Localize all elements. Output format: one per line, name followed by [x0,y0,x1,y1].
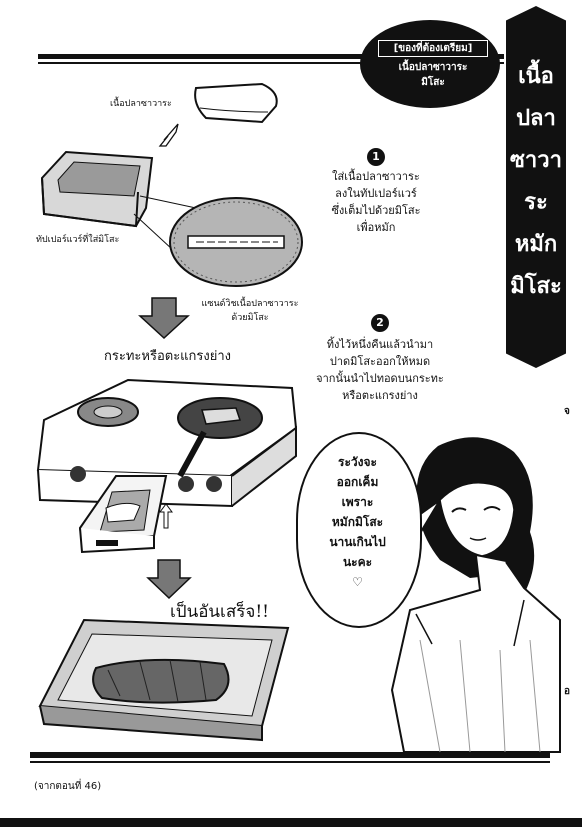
step-2-number: 2 [371,314,389,332]
episode-note: (จากตอนที่ 46) [34,781,102,792]
speech-line: ออกเค็ม [336,475,379,489]
title-vertical: เนื้อ ปลา ซาวา ระ หมัก มิโสะ [506,55,566,307]
title-part: ระ [524,189,548,215]
title-part: มิโสะ [510,273,562,299]
pan-grill-label: กระทะหรือตะแกรงย่าง [104,349,232,364]
step-1-number: 1 [367,148,385,166]
fish-label: เนื้อปลาซาวาระ [110,99,172,109]
title-banner [506,6,566,368]
title-part: เนื้อ [518,63,554,89]
step-line: ทิ้งไว้หนึ่งคืนแล้วนำมา [326,338,434,351]
title-part: ซาวา [510,147,562,173]
step-line: ปาดมิโสะออกให้หมด [329,355,431,368]
step-line: ใส่เนื้อปลาซาวาระ [332,170,420,183]
speech-line: หมักมิโสะ [331,515,384,529]
prepared-tag: [ของที่ต้องเตรียม] [378,40,488,57]
step-1-text: ใส่เนื้อปลาซาวาระ ลงในทัปเปอร์แวร์ ซึ่งเ… [306,168,446,236]
miso-zoom-circle [169,197,303,287]
speech-line: นะคะ [342,555,373,569]
prepared-item: มิโสะ [421,77,445,88]
done-label: เป็นอันเสร็จ!! [170,602,269,622]
prepared-item: เนื้อปลาซาวาระ [398,62,468,73]
step-line: หรือตะแกรงย่าง [342,389,418,402]
step-2-text: ทิ้งไว้หนึ่งคืนแล้วนำมา ปาดมิโสะออกให้หม… [298,336,462,404]
speech-text: ระวังจะ ออกเค็ม เพราะ หมักมิโสะ นานเกินไ… [300,452,415,592]
title-part: ปลา [516,105,556,131]
sandwich-label: แซนด์วิชเนื้อปลาซาวาระ ด้วยมิโสะ [190,296,310,324]
prepared-bubble [360,20,500,108]
step-line: เพื่อหมัก [356,221,396,234]
bottom-rule-thin [30,761,550,763]
top-rule [38,54,504,59]
side-mark: อ [564,686,571,697]
title-part: หมัก [514,231,558,257]
serving-plate [38,618,290,742]
sandwich-label-line: แซนด์วิชเนื้อปลาซาวาระ [201,299,299,309]
sandwich-label-line: ด้วยมิโสะ [231,313,269,323]
stove [36,378,298,508]
down-arrow-1 [138,297,190,340]
fish-fillet-raw [194,82,278,124]
arrow-up-small [159,503,173,529]
heart-symbol: ♡ [352,575,363,589]
speech-line: นานเกินไป [329,535,386,549]
prepared-list: [ของที่ต้องเตรียม] เนื้อปลาซาวาระ มิโสะ [378,40,488,90]
side-mark: จ [564,406,570,417]
step-line: ซึ่งเต็มไปด้วยมิโสะ [331,204,421,217]
woman-illustration [390,437,561,753]
step-line: จากนั้นนำไปทอดบนกระทะ [316,372,444,385]
top-rule-thin [38,62,504,64]
speech-line: ระวังจะ [338,455,377,469]
down-arrow-2 [146,559,192,600]
grill-drawer [78,475,168,554]
speech-line: เพราะ [341,495,374,509]
tupperware-container [40,150,154,228]
tupperware-label: ทัปเปอร์แวร์ที่ใส่มิโสะ [36,235,120,245]
speech-bubble [296,432,422,628]
bottom-edge [0,818,582,827]
bottom-rule [30,752,550,758]
step-line: ลงในทัปเปอร์แวร์ [335,187,417,200]
arrow-outline [158,123,179,147]
